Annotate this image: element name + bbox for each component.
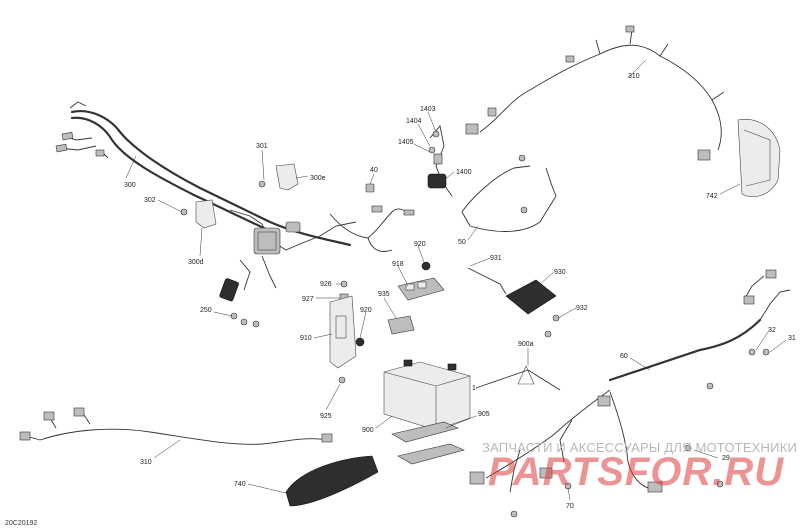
callout-250: 250: [200, 307, 212, 314]
front-harness-310[interactable]: [465, 25, 725, 161]
callout-930: 930: [554, 269, 566, 276]
callout-910: 910: [300, 335, 312, 342]
callout-70: 70: [566, 503, 574, 510]
callout-40: 40: [370, 167, 378, 174]
callout-742: 742: [706, 193, 718, 200]
callout-931: 931: [490, 255, 502, 262]
bracket-50[interactable]: [461, 154, 557, 232]
drawing-code: 20C20192: [5, 520, 38, 527]
battery-pads-905[interactable]: [391, 421, 465, 465]
leader-lines: [125, 59, 787, 501]
connector-300e[interactable]: [258, 163, 299, 191]
rectifier-930[interactable]: [467, 267, 560, 338]
callout-310-rear: 310: [140, 459, 152, 466]
callout-1400: 1400: [456, 169, 472, 176]
headlight-742[interactable]: [737, 119, 781, 197]
callout-300e: 300e: [310, 175, 326, 182]
battery-strap-900a[interactable]: [475, 365, 561, 391]
rear-harness-60[interactable]: [469, 269, 791, 518]
callout-labels: 300 301 300e 302 300d 40 1403 1404 1405 …: [124, 73, 796, 510]
callout-900: 900: [362, 427, 374, 434]
callout-1: 1: [472, 385, 476, 392]
callout-60: 60: [620, 353, 628, 360]
callout-1405: 1405: [398, 139, 414, 146]
callout-920-lower: 920: [360, 307, 372, 314]
callout-300d: 300d: [188, 259, 204, 266]
callout-918: 918: [392, 261, 404, 268]
callout-900a: 900a: [518, 341, 534, 348]
callout-302: 302: [144, 197, 156, 204]
watermark-brand: PARTSFOR.RU: [488, 450, 785, 494]
callout-301: 301: [256, 143, 268, 150]
callout-50: 50: [458, 239, 466, 246]
callout-310-front: 310: [628, 73, 640, 80]
callout-29: 29: [722, 455, 730, 462]
callout-1404: 1404: [406, 118, 422, 125]
main-harness-300[interactable]: [55, 101, 357, 328]
watermark-caption: ЗАПЧАСТИ И АКСЕССУАРЫ ДЛЯ МОТОТЕХНИКИ: [482, 440, 798, 455]
callout-925: 925: [320, 413, 332, 420]
sensor-1400[interactable]: [427, 124, 453, 197]
callout-1403: 1403: [420, 106, 436, 113]
callout-926: 926: [320, 281, 332, 288]
sub-harness-40[interactable]: [329, 183, 415, 252]
battery-900[interactable]: [383, 359, 471, 431]
callout-740: 740: [234, 481, 246, 488]
callout-300: 300: [124, 182, 136, 189]
relay-bracket-300d[interactable]: [180, 199, 217, 229]
battery-bracket-910[interactable]: [329, 295, 415, 384]
callout-920-upper: 920: [414, 241, 426, 248]
callout-32: 32: [768, 327, 776, 334]
taillight-740[interactable]: [285, 455, 379, 507]
callout-932: 932: [576, 305, 588, 312]
callout-935: 935: [378, 291, 390, 298]
fuse-holder-918[interactable]: [397, 261, 445, 301]
callout-927: 927: [302, 296, 314, 303]
callout-31: 31: [788, 335, 796, 342]
callout-905: 905: [478, 411, 490, 418]
rear-harness-310[interactable]: [19, 407, 333, 445]
